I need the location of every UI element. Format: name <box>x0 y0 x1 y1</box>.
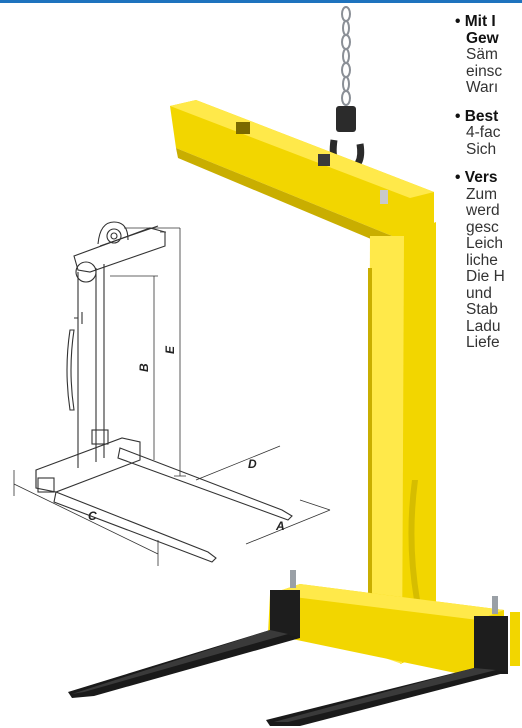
feature-item: Best 4-fac Sich <box>455 108 522 159</box>
feature-text: einsc <box>466 62 503 80</box>
dim-label-e: E <box>163 345 177 354</box>
diagram-dimension-lines <box>13 227 331 566</box>
feature-text: Säm <box>466 46 498 63</box>
feature-text: Warı <box>466 79 499 96</box>
diagram-labels: A B C D E <box>88 345 285 533</box>
feature-item: Vers Zum werd gesc Leich liche Die H und… <box>455 169 522 352</box>
feature-text: Leich <box>466 235 504 252</box>
top-blue-rule <box>0 0 522 3</box>
diagram-frame <box>35 221 293 563</box>
forks-illustration <box>68 630 508 726</box>
feature-heading: Best <box>455 108 498 125</box>
feature-text: Die H <box>466 268 505 285</box>
dim-label-b: B <box>137 363 151 372</box>
feature-text: 4-fac <box>466 124 501 141</box>
chain-illustration <box>341 6 351 106</box>
top-beam-illustration <box>170 100 434 252</box>
dim-label-c: C <box>88 509 97 523</box>
feature-heading: Mit I <box>455 14 496 30</box>
feature-text: Ladu <box>466 317 501 335</box>
feature-text: gesc <box>466 218 499 236</box>
feature-text: und <box>466 284 492 302</box>
feature-text: Sich <box>466 140 497 158</box>
dim-label-a: A <box>275 519 285 533</box>
feature-text: Zum <box>466 185 497 203</box>
feature-text: Stab <box>466 301 498 318</box>
feature-heading: Vers <box>455 169 498 186</box>
base-illustration <box>268 570 520 676</box>
feature-text: werd <box>466 202 500 219</box>
feature-item: Mit I Gew Säm einsc Warı <box>455 14 522 97</box>
feature-list: Mit I Gew Säm einsc Warı Best 4-fac Sich… <box>455 14 522 364</box>
feature-text: liche <box>466 251 498 269</box>
feature-text: Liefe <box>466 334 500 351</box>
dim-label-d: D <box>248 457 257 471</box>
column-illustration <box>368 222 436 664</box>
feature-heading-cont: Gew <box>466 29 499 47</box>
